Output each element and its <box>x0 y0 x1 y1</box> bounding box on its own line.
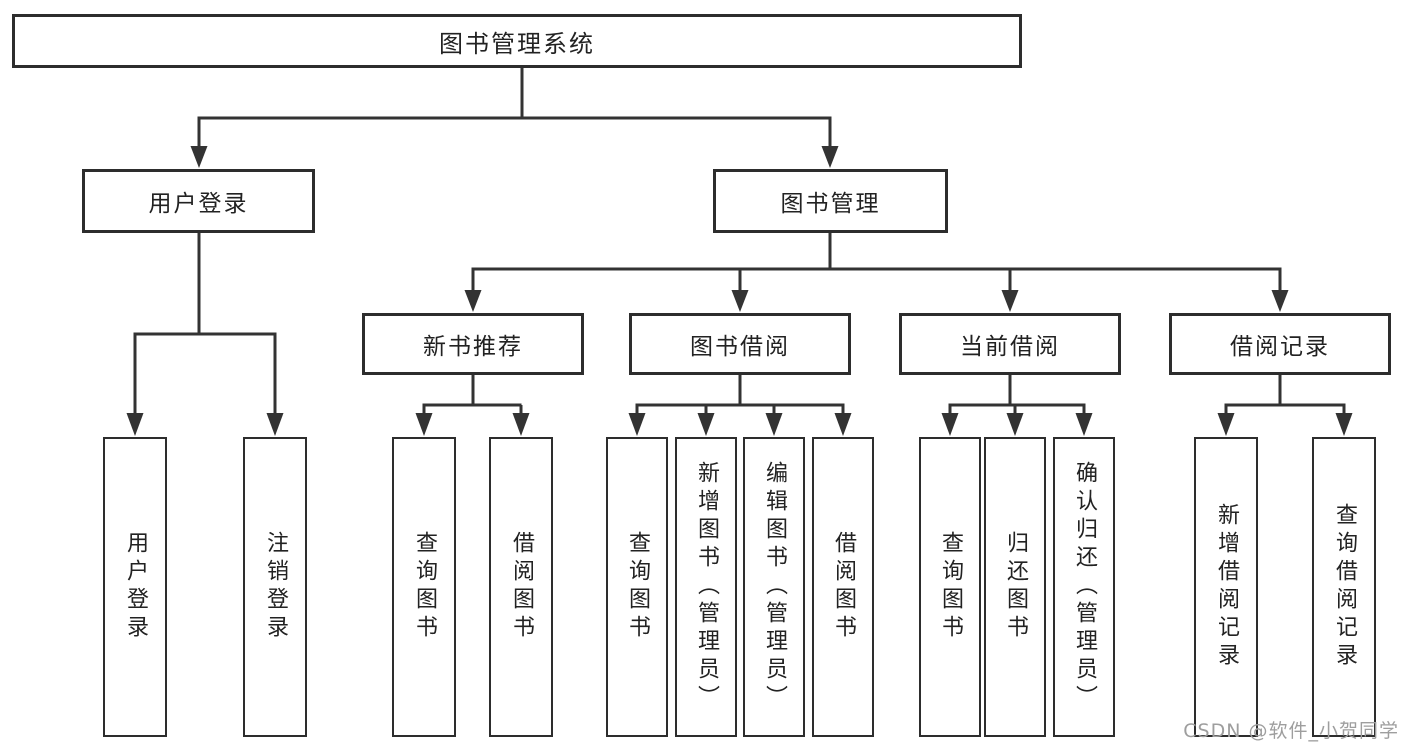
node-cb-return-books: 归还图书 <box>984 437 1046 737</box>
node-label: 归还图书 <box>1003 531 1028 643</box>
node-label: 图书借阅 <box>690 334 790 360</box>
node-label: 新增图书（管理员） <box>694 461 719 713</box>
node-book-borrowing: 图书借阅 <box>629 313 851 375</box>
node-label: 借阅图书 <box>509 531 534 643</box>
node-label: 确认归还（管理员） <box>1072 461 1097 713</box>
node-nbr-borrow-books: 借阅图书 <box>489 437 553 737</box>
node-new-book-recommend: 新书推荐 <box>362 313 584 375</box>
node-label: 查询图书 <box>625 531 650 643</box>
node-label: 查询借阅记录 <box>1332 503 1357 671</box>
node-br-query-record: 查询借阅记录 <box>1312 437 1376 737</box>
node-label: 编辑图书（管理员） <box>762 461 787 713</box>
node-bb-borrow-books: 借阅图书 <box>812 437 874 737</box>
node-label: 查询图书 <box>938 531 963 643</box>
watermark: CSDN @软件_小贺同学 <box>1183 720 1399 742</box>
node-bb-edit-books-admin: 编辑图书（管理员） <box>743 437 805 737</box>
node-label: 用户登录 <box>123 531 148 643</box>
node-label: 借阅图书 <box>831 531 856 643</box>
arrowheads <box>126 146 1353 436</box>
node-label: 新增借阅记录 <box>1214 503 1239 671</box>
node-bb-query-books: 查询图书 <box>606 437 668 737</box>
node-label: 注销登录 <box>263 531 288 643</box>
node-label: 新书推荐 <box>423 334 523 360</box>
node-user-login-group: 用户登录 <box>82 169 315 233</box>
node-br-add-record: 新增借阅记录 <box>1194 437 1258 737</box>
node-system-root: 图书管理系统 <box>12 14 1022 68</box>
node-label: 查询图书 <box>412 531 437 643</box>
node-user-login: 用户登录 <box>103 437 167 737</box>
node-cb-query-books: 查询图书 <box>919 437 981 737</box>
node-nbr-query-books: 查询图书 <box>392 437 456 737</box>
node-logout: 注销登录 <box>243 437 307 737</box>
node-label: 借阅记录 <box>1230 334 1330 360</box>
node-book-management: 图书管理 <box>713 169 948 233</box>
node-bb-add-books-admin: 新增图书（管理员） <box>675 437 737 737</box>
node-borrowing-records: 借阅记录 <box>1169 313 1391 375</box>
node-label: 图书管理系统 <box>439 29 595 58</box>
node-label: 图书管理 <box>780 191 881 217</box>
node-current-borrowing: 当前借阅 <box>899 313 1121 375</box>
node-label: 用户登录 <box>148 191 249 217</box>
node-cb-confirm-return-admin: 确认归还（管理员） <box>1053 437 1115 737</box>
node-label: 当前借阅 <box>960 334 1060 360</box>
